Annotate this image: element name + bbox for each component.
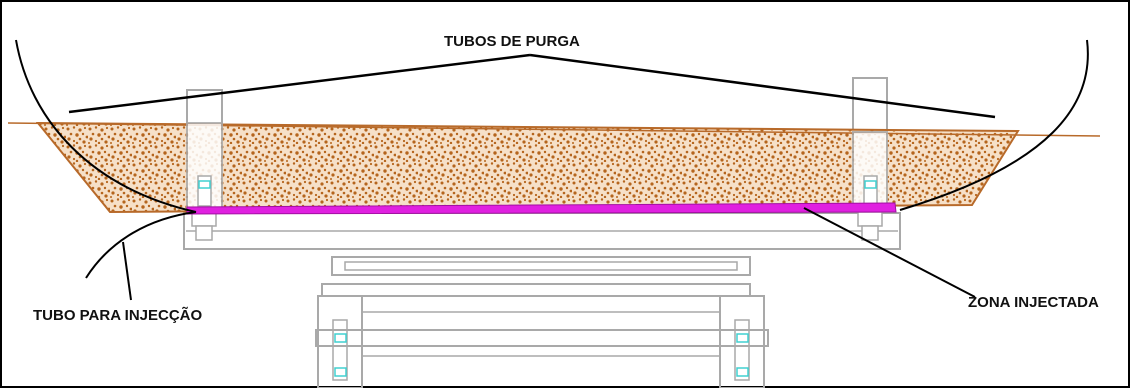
ballast-layer	[35, 121, 1020, 214]
bolt-lower-right	[736, 333, 749, 377]
tunnel-arc-left	[15, 39, 197, 213]
purge-tube-right	[529, 53, 996, 119]
lower-cross-beam	[315, 329, 769, 347]
label-injection-tube: TUBO PARA INJECÇÃO	[33, 306, 203, 324]
steel-structure	[183, 77, 901, 388]
rail-beam	[331, 256, 751, 276]
label-purge-tubes: TUBOS DE PURGA	[444, 33, 580, 50]
bolt-right	[857, 175, 883, 241]
bolt-left	[191, 175, 217, 241]
lower-frame-top	[321, 283, 751, 297]
lower-frame-left	[317, 295, 363, 388]
leader-injected-zone	[803, 207, 976, 298]
tunnel-arc-right	[899, 39, 1089, 211]
label-injected-zone: ZONA INJECTADA	[968, 294, 1099, 311]
lower-frame-right	[719, 295, 765, 388]
injected-zone	[186, 202, 897, 215]
bolt-lower-left	[334, 333, 347, 377]
purge-tube-left	[68, 53, 531, 114]
leader-injection-tube	[122, 241, 132, 301]
injection-tube-curve	[85, 211, 197, 279]
